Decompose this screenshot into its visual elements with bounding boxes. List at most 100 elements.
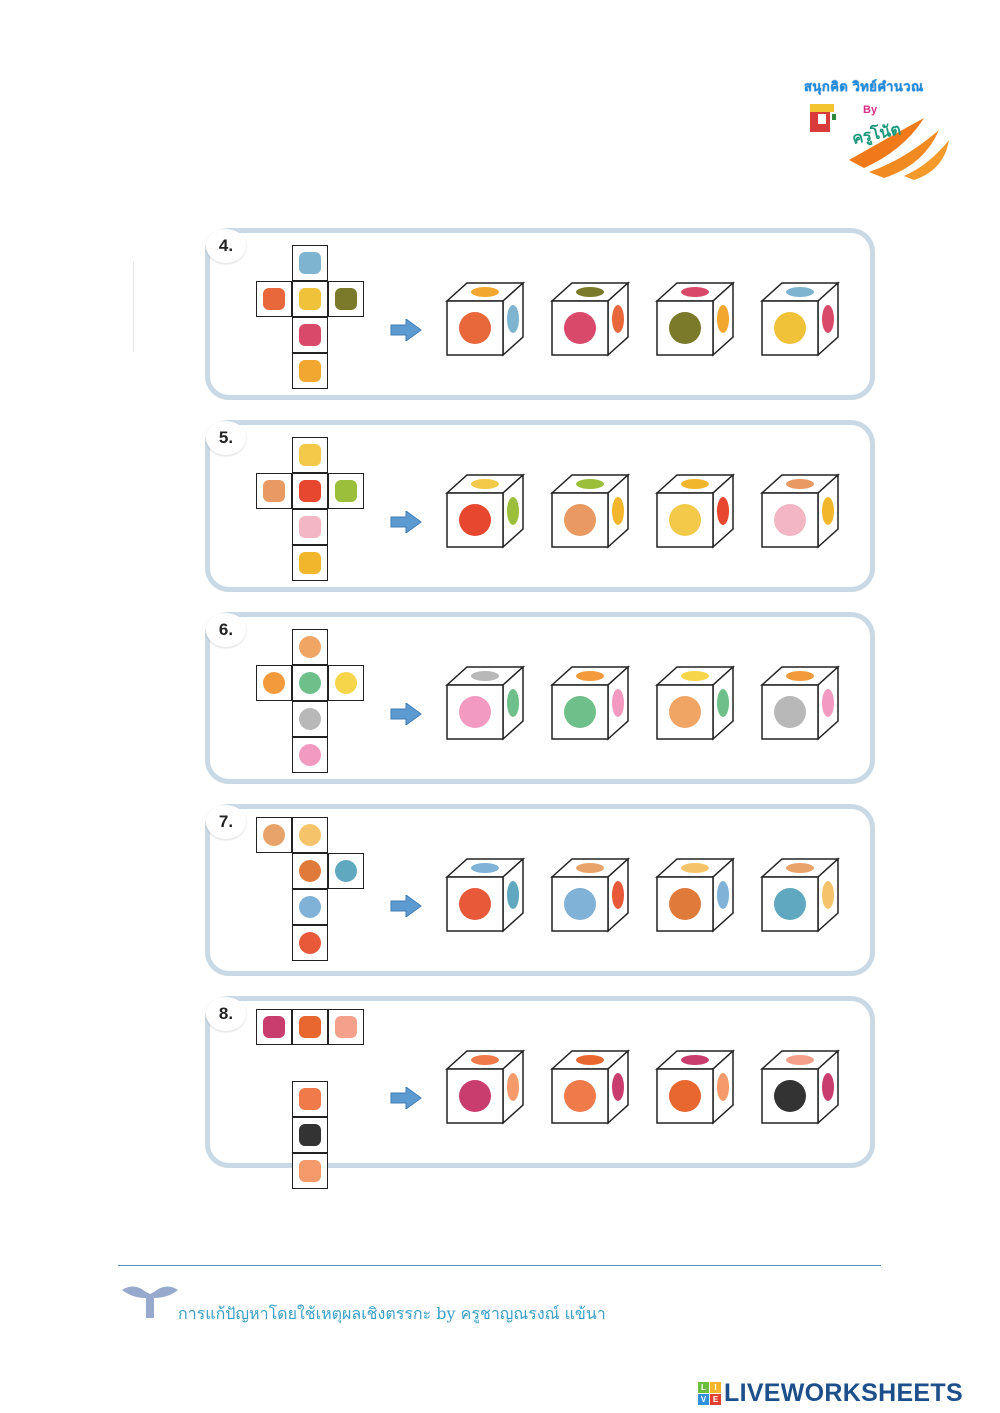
net-face	[328, 281, 364, 317]
logo-title: สนุกคิด วิทย์คำนวณ	[804, 79, 924, 94]
orange-coral-icon	[263, 288, 285, 310]
cube-front-face-icon	[774, 312, 806, 344]
problem-panel: 6.	[205, 612, 875, 784]
net-face	[292, 925, 328, 961]
answer-cube-option[interactable]	[655, 279, 735, 359]
answer-cube-option[interactable]	[760, 663, 840, 743]
net-face	[292, 889, 328, 925]
margin-line	[133, 262, 134, 352]
right-arrow-icon	[390, 511, 422, 533]
cube-front-face-icon	[669, 888, 701, 920]
answer-cube-option[interactable]	[655, 663, 735, 743]
cube-top-face-icon	[471, 863, 499, 873]
problem-number: 7.	[206, 805, 246, 839]
answer-cube-option[interactable]	[445, 855, 525, 935]
milk-carton-icon	[299, 516, 321, 538]
cube-side-face-icon	[717, 881, 729, 909]
cube-side-face-icon	[612, 1073, 624, 1101]
cube-top-face-icon	[576, 671, 604, 681]
cube-side-face-icon	[612, 881, 624, 909]
jupiter-icon	[263, 824, 285, 846]
cube-side-face-icon	[612, 497, 624, 525]
cube-side-face-icon	[822, 305, 834, 333]
olive-seaweed-icon	[335, 288, 357, 310]
net-face	[256, 1009, 292, 1045]
net-face	[292, 665, 328, 701]
moon-icon	[299, 824, 321, 846]
badge-letter: L	[698, 1382, 709, 1393]
answer-cube-option[interactable]	[760, 855, 840, 935]
cube-front-face-icon	[774, 504, 806, 536]
answer-cube-option[interactable]	[550, 855, 630, 935]
net-face	[292, 1153, 328, 1189]
cube-top-face-icon	[681, 863, 709, 873]
problem-panel: 8.	[205, 996, 875, 1189]
answer-cube-option[interactable]	[550, 471, 630, 551]
answer-cube-option[interactable]	[550, 279, 630, 359]
net-face	[292, 737, 328, 773]
cube-front-face-icon	[564, 312, 596, 344]
answer-cube-option[interactable]	[760, 279, 840, 359]
cube-top-face-icon	[471, 479, 499, 489]
cube-front-face-icon	[459, 504, 491, 536]
answer-cube-option[interactable]	[760, 471, 840, 551]
net-face	[256, 473, 292, 509]
answer-cube-option[interactable]	[655, 1047, 735, 1127]
orange-sponge-icon	[299, 360, 321, 382]
cube-top-face-icon	[576, 479, 604, 489]
net-face	[292, 473, 328, 509]
computer-logo-icon	[810, 104, 836, 132]
net-face	[256, 281, 292, 317]
cube-front-face-icon	[669, 312, 701, 344]
cube-front-face-icon	[459, 1080, 491, 1112]
cube-top-face-icon	[786, 1055, 814, 1065]
answer-cube-option[interactable]	[445, 663, 525, 743]
saturn-icon	[299, 860, 321, 882]
problem-number: 8.	[206, 997, 246, 1031]
net-face	[292, 317, 328, 353]
net-face	[256, 665, 292, 701]
cube-front-face-icon	[459, 696, 491, 728]
cube-top-face-icon	[786, 671, 814, 681]
earth-icon	[299, 896, 321, 918]
net-face	[292, 817, 328, 853]
answer-cube-option[interactable]	[655, 471, 735, 551]
answer-cube-option[interactable]	[760, 1047, 840, 1127]
right-arrow-icon	[390, 319, 422, 341]
cube-front-face-icon	[564, 504, 596, 536]
maki-roll-icon	[299, 1124, 321, 1146]
orange-swoosh-icon	[849, 118, 949, 180]
sprout-icon	[122, 1286, 178, 1318]
net-face	[292, 353, 328, 389]
cube-top-face-icon	[471, 1055, 499, 1065]
problem-number: 6.	[206, 613, 246, 647]
answer-cube-option[interactable]	[445, 471, 525, 551]
cube-top-face-icon	[681, 479, 709, 489]
cube-top-face-icon	[786, 479, 814, 489]
cube-top-face-icon	[681, 671, 709, 681]
cube-top-face-icon	[576, 1055, 604, 1065]
problem-panel: 5.	[205, 420, 875, 592]
koala-face-icon	[299, 708, 321, 730]
answer-cube-option[interactable]	[550, 1047, 630, 1127]
cube-front-face-icon	[669, 504, 701, 536]
cube-side-face-icon	[507, 305, 519, 333]
red-coral-rock-icon	[299, 324, 321, 346]
live-badge-icon: L I V E	[698, 1382, 721, 1405]
answer-cube-option[interactable]	[550, 663, 630, 743]
net-face	[292, 545, 328, 581]
net-face	[292, 853, 328, 889]
net-face	[292, 281, 328, 317]
right-arrow-icon	[390, 703, 422, 725]
frog-face-icon	[299, 672, 321, 694]
cube-side-face-icon	[507, 881, 519, 909]
net-face	[292, 629, 328, 665]
mars-icon	[299, 932, 321, 954]
answer-cube-option[interactable]	[445, 1047, 525, 1127]
answer-cube-option[interactable]	[445, 279, 525, 359]
answer-cube-option[interactable]	[655, 855, 735, 935]
badge-letter: I	[710, 1382, 721, 1393]
shrimp-nigiri-icon	[299, 1160, 321, 1182]
banana-icon	[299, 552, 321, 574]
liveworksheets-brand: L I V E LIVEWORKSHEETS	[698, 1379, 963, 1408]
